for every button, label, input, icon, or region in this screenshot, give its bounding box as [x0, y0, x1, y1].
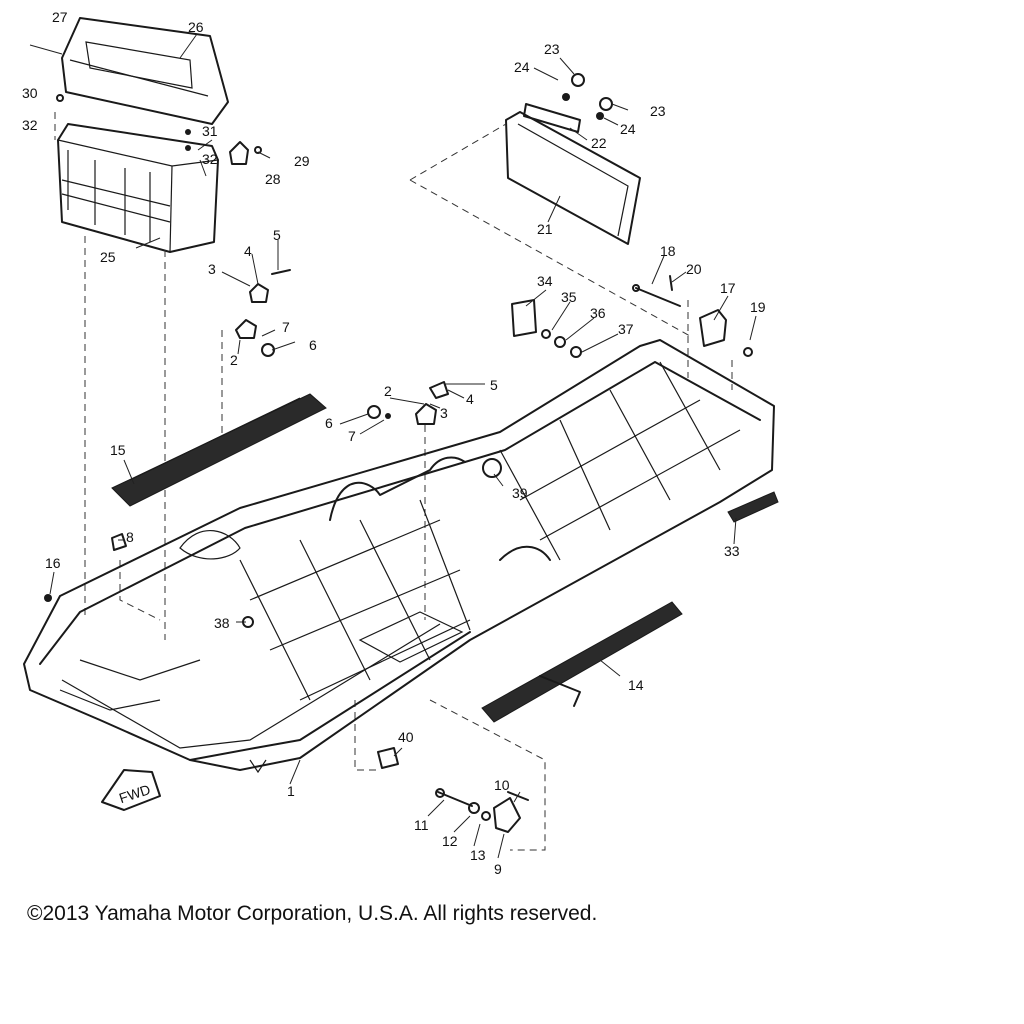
hardware — [44, 94, 779, 833]
callout-label: 32 — [202, 151, 218, 167]
callout-label: 1 — [287, 783, 295, 799]
callout-label: 24 — [514, 59, 530, 75]
callout-label: 32 — [22, 117, 38, 133]
callout-label: 3 — [208, 261, 216, 277]
running-board-left — [111, 393, 327, 507]
callout-label: 31 — [202, 123, 218, 139]
callout-labels: 1 2 2 3 3 4 4 5 5 6 6 7 7 8 9 10 11 12 1… — [22, 9, 766, 877]
callout-label: 16 — [45, 555, 61, 571]
callout-label: 29 — [294, 153, 310, 169]
callout-leaders — [49, 33, 757, 859]
callout-label: 30 — [22, 85, 38, 101]
callout-label: 13 — [470, 847, 486, 863]
callout-label: 23 — [544, 41, 560, 57]
callout-label: 21 — [537, 221, 553, 237]
callout-label: 38 — [214, 615, 230, 631]
callout-label: 18 — [660, 243, 676, 259]
callout-label: 27 — [52, 9, 68, 25]
callout-label: 9 — [494, 861, 502, 877]
callout-label: 23 — [650, 103, 666, 119]
hull-frame — [23, 339, 775, 774]
callout-label: 39 — [512, 485, 528, 501]
callout-label: 15 — [110, 442, 126, 458]
callout-label: 5 — [490, 377, 498, 393]
callout-label: 26 — [188, 19, 204, 35]
callout-label: 3 — [440, 405, 448, 421]
callout-label: 33 — [724, 543, 740, 559]
fwd-direction-badge: FWD — [101, 769, 161, 811]
callout-label: 4 — [466, 391, 474, 407]
callout-label: 8 — [126, 529, 134, 545]
callout-label: 6 — [325, 415, 333, 431]
callout-label: 28 — [265, 171, 281, 187]
callout-label: 6 — [309, 337, 317, 353]
callout-label: 19 — [750, 299, 766, 315]
callout-label: 14 — [628, 677, 644, 693]
callout-label: 22 — [591, 135, 607, 151]
callout-label: 25 — [100, 249, 116, 265]
callout-label: 2 — [230, 352, 238, 368]
svg-text:FWD: FWD — [117, 781, 152, 806]
callout-label: 2 — [384, 383, 392, 399]
callout-label: 20 — [686, 261, 702, 277]
exploded-parts-diagram: FWD 1 2 2 3 3 4 4 5 5 6 6 7 7 8 9 10 11 … — [22, 9, 779, 877]
callout-label: 7 — [282, 319, 290, 335]
callout-label: 34 — [537, 273, 553, 289]
running-board-right — [481, 601, 683, 723]
callout-label: 17 — [720, 280, 736, 296]
callout-label: 11 — [414, 817, 429, 833]
callout-label: 7 — [348, 428, 356, 444]
callout-label: 4 — [244, 243, 252, 259]
storage-box — [57, 123, 219, 253]
callout-label: 10 — [494, 777, 510, 793]
callout-label: 35 — [561, 289, 577, 305]
callout-label: 24 — [620, 121, 636, 137]
callout-label: 36 — [590, 305, 606, 321]
callout-label: 40 — [398, 729, 414, 745]
lid-panel — [505, 73, 641, 245]
callout-label: 37 — [618, 321, 634, 337]
callout-label: 12 — [442, 833, 458, 849]
seat-cushion — [61, 17, 229, 125]
copyright-notice: ©2013 Yamaha Motor Corporation, U.S.A. A… — [27, 902, 598, 925]
callout-label: 5 — [273, 227, 281, 243]
